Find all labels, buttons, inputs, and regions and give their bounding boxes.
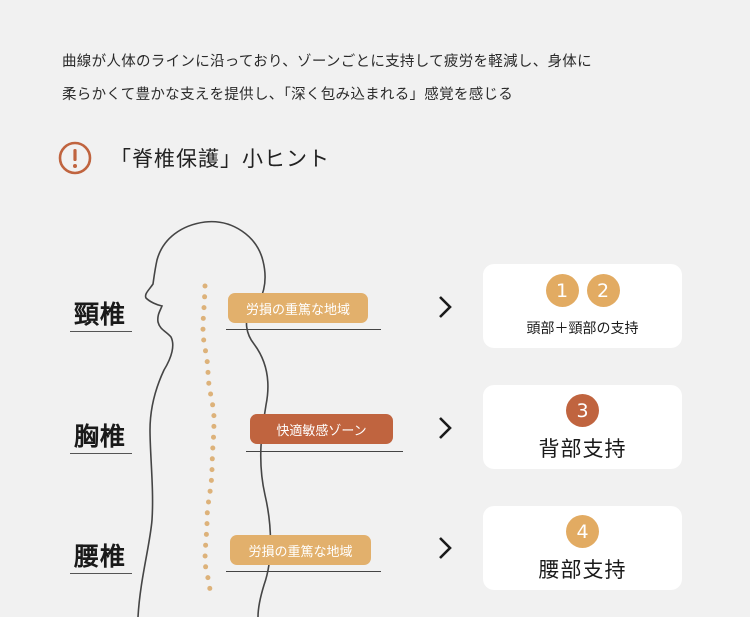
spine-dot xyxy=(200,326,206,332)
spine-dot xyxy=(207,488,213,494)
spine-dot xyxy=(204,359,210,365)
spine-dot xyxy=(205,575,211,581)
label-thoracic: 胸椎 xyxy=(74,422,127,451)
card-back-text: 背部支持 xyxy=(538,437,627,461)
spine-dot xyxy=(205,369,211,375)
chevron-right-icon xyxy=(439,417,452,439)
spine-dot xyxy=(203,564,209,570)
spine-dot xyxy=(211,423,217,429)
spine-dot xyxy=(211,413,217,419)
pill-lumbar: 労損の重篤な地域 xyxy=(230,535,371,565)
pill-lumbar-underline xyxy=(226,571,381,572)
spine-dot xyxy=(209,456,215,462)
card-lumbar-badges: 4 xyxy=(483,515,682,548)
tip-header: 「脊椎保護」小ヒント xyxy=(58,138,330,178)
card-lumbar-text: 腰部支持 xyxy=(538,558,627,582)
label-cervical: 頸椎 xyxy=(74,300,127,329)
label-lumbar-underline xyxy=(70,573,132,574)
spine-dot xyxy=(203,531,209,537)
badge-3: 3 xyxy=(566,394,599,427)
spine-dot xyxy=(209,467,215,473)
card-lumbar: 4 腰部支持 xyxy=(483,506,682,590)
pill-cervical-underline xyxy=(226,329,381,330)
spine-dot xyxy=(208,391,214,397)
badge-1: 1 xyxy=(545,274,579,307)
card-back-badges: 3 xyxy=(483,394,682,427)
spine-dot xyxy=(210,402,216,408)
badge-2: 2 xyxy=(586,274,620,307)
label-lumbar: 腰椎 xyxy=(74,542,127,571)
exclamation-circle-icon xyxy=(58,141,92,175)
spine-dot xyxy=(203,348,208,354)
spine-dot xyxy=(204,521,210,527)
intro-line-1: 曲線が人体のラインに沿っており、ゾーンごとに支持して疲労を軽減し、身体に xyxy=(62,54,592,70)
spine-dots xyxy=(200,283,217,591)
spine-dot xyxy=(208,477,214,483)
pill-cervical: 労損の重篤な地域 xyxy=(228,293,368,323)
tip-title: 「脊椎保護」小ヒント xyxy=(110,147,330,171)
spine-dot xyxy=(211,434,216,440)
card-back: 3 背部支持 xyxy=(483,385,682,469)
spine-dot xyxy=(210,445,216,451)
spine-dot xyxy=(202,283,208,289)
spine-dot xyxy=(207,585,213,591)
label-cervical-underline xyxy=(70,331,132,332)
spine-dot xyxy=(202,294,208,300)
spine-dot xyxy=(201,337,207,343)
spine-dot xyxy=(206,499,211,505)
card-head-neck: 1 2 頭部＋頸部の支持 xyxy=(483,264,682,348)
chevron-right-icon xyxy=(439,296,452,318)
spine-dot xyxy=(206,380,212,386)
intro-line-2: 柔らかくて豊かな支えを提供し、「深く包み込まれる」感覚を感じる xyxy=(62,87,514,103)
badge-4: 4 xyxy=(566,515,599,548)
card-head-neck-text: 頭部＋頸部の支持 xyxy=(526,321,639,337)
spine-dot xyxy=(200,315,206,321)
chevron-right-icon xyxy=(439,537,452,559)
spine-dot xyxy=(202,553,208,559)
spine-dot xyxy=(203,542,209,548)
pill-thoracic: 快適敏感ゾーン xyxy=(250,414,393,444)
card-head-neck-badges: 1 2 xyxy=(483,274,682,307)
pill-thoracic-underline xyxy=(246,451,403,452)
spine-dot xyxy=(201,305,207,311)
spine-dot xyxy=(204,510,210,516)
intro-text: 曲線が人体のラインに沿っており、ゾーンごとに支持して疲労を軽減し、身体に 柔らか… xyxy=(62,46,592,112)
label-thoracic-underline xyxy=(70,453,132,454)
